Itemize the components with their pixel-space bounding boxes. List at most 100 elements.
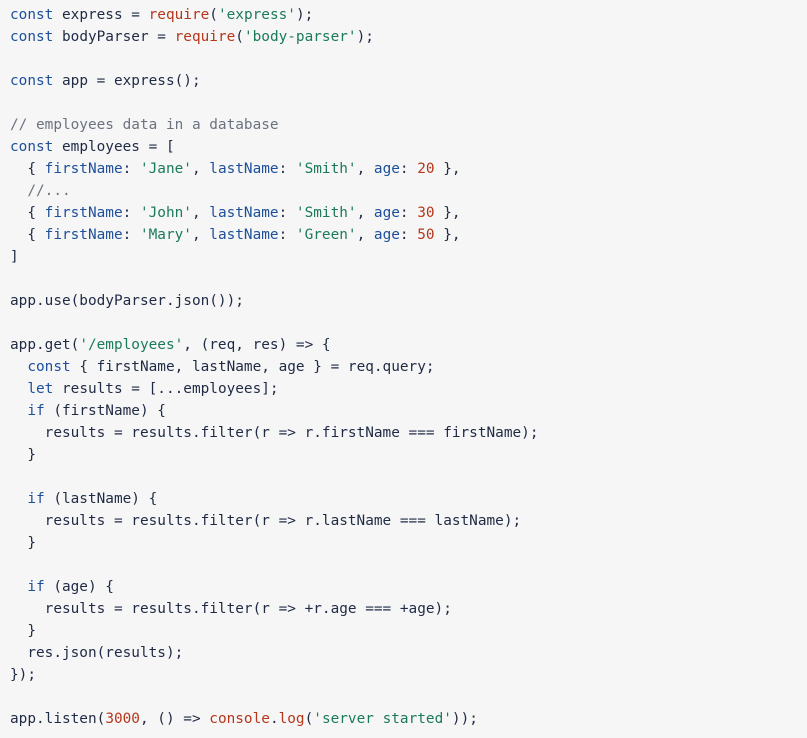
code-token-plain: app.use(bodyParser.json()); <box>10 293 244 309</box>
code-token-plain: } <box>10 623 36 639</box>
code-token-keyword: age <box>373 161 400 177</box>
code-line: //... <box>10 180 797 202</box>
code-token-plain: } <box>10 535 36 551</box>
code-token-keyword: age <box>373 205 400 221</box>
code-token-plain: results = [...employees]; <box>53 381 279 397</box>
code-token-string: 'Mary' <box>139 227 192 243</box>
code-token-plain: }, <box>434 205 461 221</box>
code-line: results = results.filter(r => +r.age ===… <box>10 598 797 620</box>
code-token-plain: : <box>278 227 296 243</box>
code-token-plain: (firstName) { <box>44 403 166 419</box>
code-token-plain: }); <box>10 667 36 683</box>
code-token-number: 30 <box>417 205 435 221</box>
code-token-plain: ); <box>356 29 374 45</box>
code-line: app.get('/employees', (req, res) => { <box>10 334 797 356</box>
code-line: { firstName: 'John', lastName: 'Smith', … <box>10 202 797 224</box>
code-token-plain: ); <box>295 7 314 23</box>
code-token-func: require <box>148 7 210 23</box>
code-token-string: 'server started' <box>313 711 452 727</box>
code-token-keyword: lastName <box>209 227 279 243</box>
code-token-plain: , <box>356 227 374 243</box>
code-line: const employees = [ <box>10 136 797 158</box>
code-token-plain: : <box>278 161 296 177</box>
code-token-plain: , (req, res) => { <box>183 337 331 353</box>
code-token-plain: app = express(); <box>53 73 201 89</box>
code-line: ​ <box>10 466 797 488</box>
code-line: ​ <box>10 686 797 708</box>
code-line: ​ <box>10 92 797 114</box>
code-token-plain: : <box>122 205 140 221</box>
code-token-string: 'John' <box>139 205 192 221</box>
code-token-keyword: let <box>27 381 54 397</box>
code-line: app.listen(3000, () => console.log('serv… <box>10 708 797 730</box>
code-token-plain <box>10 381 27 397</box>
code-line: let results = [...employees]; <box>10 378 797 400</box>
code-token-keyword: firstName <box>44 227 123 243</box>
code-token-keyword: if <box>27 491 45 507</box>
code-token-plain: : <box>122 227 140 243</box>
code-line: ​ <box>10 312 797 334</box>
code-token-keyword: const <box>10 73 54 89</box>
code-line: if (age) { <box>10 576 797 598</box>
code-token-plain: employees = [ <box>53 139 175 155</box>
code-token-keyword: if <box>27 579 45 595</box>
code-token-comment: //... <box>10 183 71 199</box>
code-token-keyword: lastName <box>209 161 279 177</box>
code-token-string: 'express' <box>217 7 296 23</box>
code-token-plain: }, <box>434 161 461 177</box>
code-token-string: 'body-parser' <box>243 29 357 45</box>
code-line: } <box>10 444 797 466</box>
code-line: { firstName: 'Mary', lastName: 'Green', … <box>10 224 797 246</box>
code-token-plain: ( <box>235 29 244 45</box>
code-token-plain: : <box>399 205 418 221</box>
code-token-plain: ( <box>304 711 314 727</box>
code-line: results = results.filter(r => r.firstNam… <box>10 422 797 444</box>
code-token-keyword: firstName <box>44 205 123 221</box>
code-token-plain: { <box>10 205 45 221</box>
code-token-string: 'Smith' <box>295 205 357 221</box>
code-token-plain: } <box>10 447 36 463</box>
code-token-plain: results = results.filter(r => r.firstNam… <box>10 425 539 441</box>
code-token-string: 'Jane' <box>139 161 192 177</box>
code-token-number: 50 <box>417 227 435 243</box>
code-token-plain: (lastName) { <box>44 491 158 507</box>
code-token-plain: bodyParser = <box>53 29 175 45</box>
code-token-plain: res.json(results); <box>10 645 184 661</box>
code-token-plain: : <box>399 161 418 177</box>
code-token-plain: . <box>269 711 279 727</box>
code-line: results = results.filter(r => r.lastName… <box>10 510 797 532</box>
code-token-plain: app.listen( <box>10 711 106 727</box>
code-token-plain <box>10 579 27 595</box>
code-line: const bodyParser = require('body-parser'… <box>10 26 797 48</box>
code-token-plain: , <box>191 205 210 221</box>
code-token-plain: results = results.filter(r => r.lastName… <box>10 513 522 529</box>
code-line: ​ <box>10 268 797 290</box>
code-line: ​ <box>10 554 797 576</box>
code-token-plain: ( <box>209 7 218 23</box>
code-token-keyword: lastName <box>209 205 279 221</box>
code-token-keyword: const <box>10 29 54 45</box>
code-token-keyword: if <box>27 403 45 419</box>
code-line: }); <box>10 664 797 686</box>
code-line: const express = require('express'); <box>10 4 797 26</box>
code-token-plain: , <box>356 205 374 221</box>
code-token-plain: )); <box>451 711 478 727</box>
code-line: if (lastName) { <box>10 488 797 510</box>
code-token-plain: , <box>356 161 374 177</box>
code-token-func: log <box>278 711 305 727</box>
code-token-number: 20 <box>417 161 435 177</box>
code-token-comment: // employees data in a database <box>10 117 279 133</box>
code-token-keyword: firstName <box>44 161 123 177</box>
code-line: // employees data in a database <box>10 114 797 136</box>
code-line: } <box>10 532 797 554</box>
code-token-keyword: const <box>10 139 54 155</box>
code-token-plain: }, <box>434 227 461 243</box>
code-token-plain: , <box>191 161 210 177</box>
code-line: ​ <box>10 48 797 70</box>
code-line: const { firstName, lastName, age } = req… <box>10 356 797 378</box>
code-token-plain: (age) { <box>44 579 114 595</box>
code-token-string: 'Smith' <box>295 161 357 177</box>
code-token-plain: ] <box>10 249 19 265</box>
code-token-plain: { <box>10 227 45 243</box>
